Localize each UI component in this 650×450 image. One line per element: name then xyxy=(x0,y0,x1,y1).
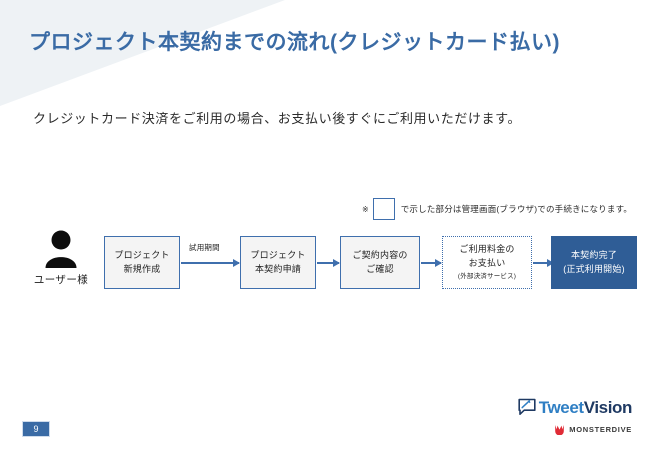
tweetvision-part2: Vision xyxy=(583,398,633,417)
monsterdive-mark-icon xyxy=(555,425,565,435)
flow-step-sublabel: (外部決済サービス) xyxy=(457,272,517,280)
flow-step-line1: プロジェクト xyxy=(114,249,170,260)
tweetvision-logo: TweetVision xyxy=(492,398,632,417)
flow-step-line1: ご利用料金の xyxy=(459,244,515,255)
page-number-badge: 9 xyxy=(22,421,50,437)
flow-step-line2: お支払い xyxy=(468,257,506,268)
page-title: プロジェクト本契約までの流れ(クレジットカード払い) xyxy=(29,31,560,54)
flow-step-contract-complete[interactable]: 本契約完了 (正式利用開始) xyxy=(551,236,637,289)
flow-actor-user: ユーザー様 xyxy=(22,228,100,287)
flow-step-line2: (正式利用開始) xyxy=(563,263,625,274)
flow-arrow-1 xyxy=(181,259,240,267)
flow-actor-label: ユーザー様 xyxy=(33,274,89,286)
flow-step-line2: ご確認 xyxy=(366,263,394,274)
logo-area: TweetVision MONSTERDIVE xyxy=(492,398,632,435)
tweetvision-wordmark: TweetVision xyxy=(538,398,633,417)
person-icon xyxy=(45,230,77,268)
legend-note-text: で示した部分は管理画面(ブラウザ)での手続きになります。 xyxy=(400,204,633,214)
tweetvision-part1: Tweet xyxy=(538,398,584,417)
slide-subtitle: クレジットカード決済をご利用の場合、お支払い後すぐにご利用いただけます。 xyxy=(33,111,522,126)
flow-step-line2: 新規作成 xyxy=(123,263,161,274)
flow-step-payment[interactable]: ご利用料金の お支払い (外部決済サービス) xyxy=(442,236,532,289)
speech-bubble-icon xyxy=(518,398,536,415)
monsterdive-wordmark: MONSTERDIVE xyxy=(569,425,632,434)
asterisk-icon: ※ xyxy=(362,204,369,214)
flow-step-contract-apply[interactable]: プロジェクト 本契約申請 xyxy=(240,236,316,289)
flow-step-line2: 本契約申請 xyxy=(254,263,301,274)
flow-arrow-2 xyxy=(317,259,340,267)
process-flow-diagram: ユーザー様 プロジェクト 新規作成 試用期間 プロジェクト 本契約申請 ご契約内… xyxy=(0,228,650,308)
flow-arrow-label-trial: 試用期間 xyxy=(189,243,220,252)
flow-step-line1: 本契約完了 xyxy=(570,249,617,260)
flow-arrow-3 xyxy=(421,259,442,267)
flow-step-contract-confirm[interactable]: ご契約内容の ご確認 xyxy=(340,236,420,289)
flow-step-line1: プロジェクト xyxy=(250,249,306,260)
flow-arrow-4 xyxy=(533,259,554,267)
flow-step-project-new[interactable]: プロジェクト 新規作成 xyxy=(104,236,180,289)
legend-note: ※ で示した部分は管理画面(ブラウザ)での手続きになります。 xyxy=(362,198,632,220)
monsterdive-logo: MONSTERDIVE xyxy=(492,424,632,435)
legend-sample-box xyxy=(372,198,395,220)
flow-step-line1: ご契約内容の xyxy=(352,249,408,260)
